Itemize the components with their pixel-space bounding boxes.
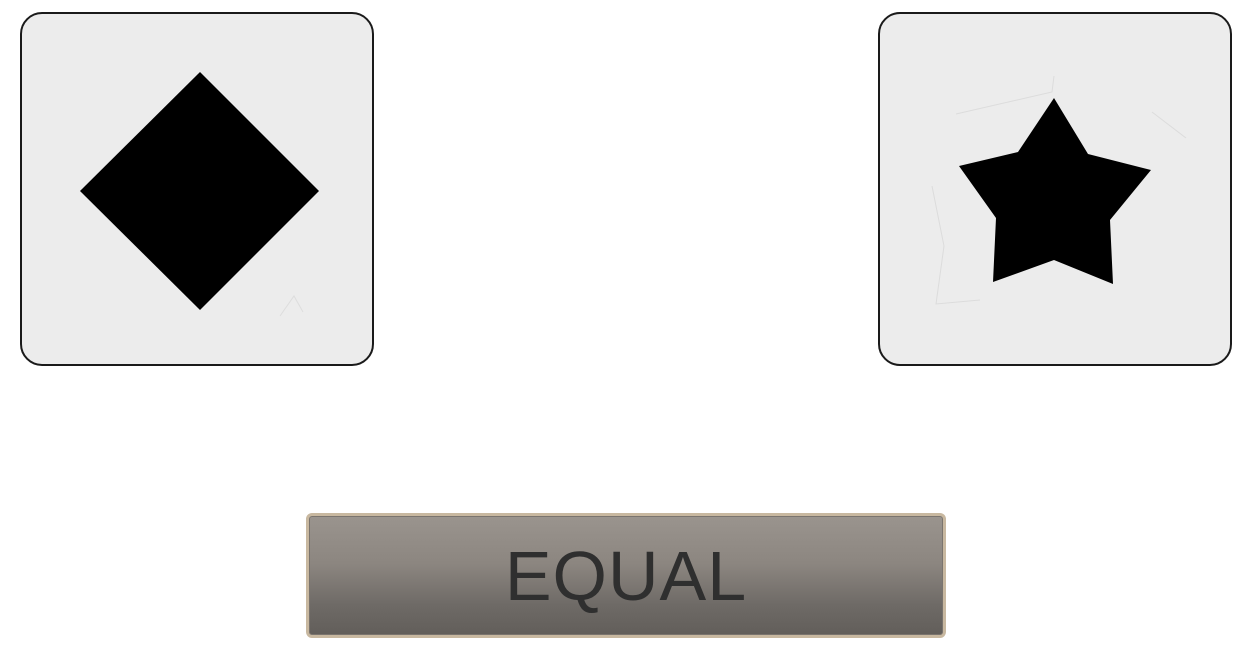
equal-button-label: EQUAL xyxy=(504,536,748,615)
star-icon xyxy=(931,75,1187,305)
equal-button[interactable]: EQUAL xyxy=(306,513,946,638)
shape-card-right[interactable] xyxy=(878,12,1232,366)
diamond-icon xyxy=(80,72,319,317)
shape-card-left[interactable] xyxy=(20,12,374,366)
